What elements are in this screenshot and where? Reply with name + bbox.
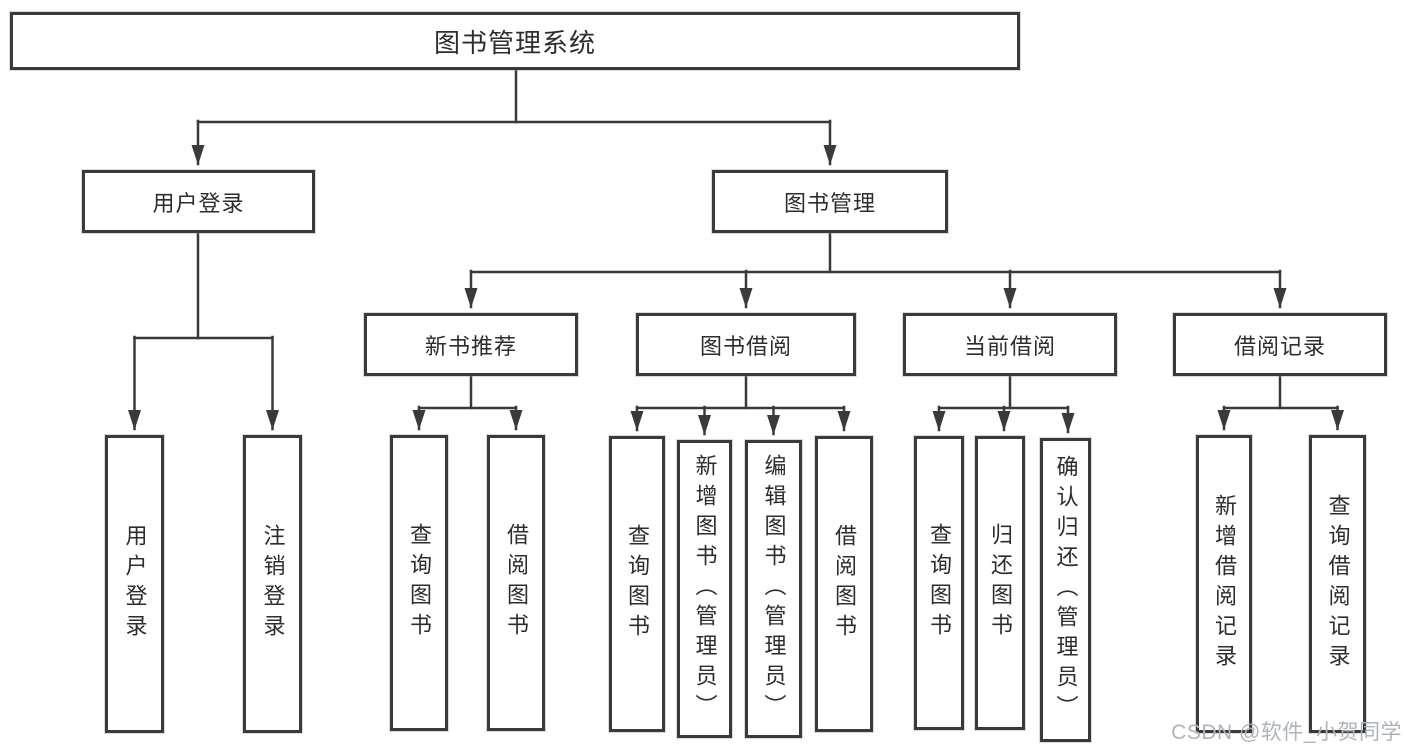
node-new-book-rec: 新书推荐: [364, 313, 578, 376]
csdn-watermark: CSDN @软件_小贺同学: [1171, 721, 1402, 744]
node-label: 归还图书: [988, 523, 1013, 643]
leaf-confirm-return-admin: 确认归还（管理员）: [1040, 438, 1091, 742]
node-current-borrow: 当前借阅: [903, 313, 1117, 376]
node-label: 借阅图书: [832, 524, 857, 644]
leaf-borrow-books-2: 借阅图书: [815, 436, 873, 732]
node-label: 注销登录: [260, 524, 286, 644]
leaf-query-books-1: 查询图书: [390, 435, 448, 731]
node-label: 新增图书（管理员）: [692, 454, 718, 724]
node-label: 确认归还（管理员）: [1053, 455, 1079, 725]
node-label: 图书管理系统: [433, 27, 596, 58]
leaf-query-books-2: 查询图书: [609, 436, 665, 732]
leaf-edit-books-admin: 编辑图书（管理员）: [745, 440, 802, 738]
node-label: 借阅图书: [504, 523, 529, 643]
leaf-return-books: 归还图书: [975, 436, 1025, 730]
node-label: 借阅记录: [1233, 333, 1326, 359]
node-label: 图书借阅: [699, 333, 792, 359]
leaf-add-books-admin: 新增图书（管理员）: [677, 440, 732, 738]
node-label: 查询图书: [625, 524, 650, 644]
node-user-login: 用户登录: [82, 170, 315, 233]
node-root-system: 图书管理系统: [10, 12, 1020, 70]
node-label: 用户登录: [122, 524, 148, 644]
node-book-mgmt: 图书管理: [712, 170, 948, 233]
node-label: 查询图书: [927, 523, 952, 643]
node-label: 编辑图书（管理员）: [761, 454, 787, 724]
leaf-add-borrow-record: 新增借阅记录: [1196, 435, 1252, 733]
leaf-logout: 注销登录: [243, 435, 302, 733]
node-label: 新增借阅记录: [1212, 494, 1237, 674]
node-book-borrow: 图书借阅: [636, 313, 856, 376]
leaf-user-login: 用户登录: [105, 435, 164, 733]
leaf-query-books-3: 查询图书: [914, 436, 964, 730]
node-borrow-records: 借阅记录: [1173, 313, 1387, 376]
node-label: 用户登录: [152, 190, 245, 216]
node-label: 当前借阅: [963, 333, 1056, 359]
node-label: 图书管理: [783, 190, 876, 216]
leaf-query-borrow-record: 查询借阅记录: [1309, 435, 1366, 733]
node-label: 查询借阅记录: [1325, 494, 1351, 674]
node-label: 新书推荐: [424, 333, 517, 359]
leaf-borrow-books-1: 借阅图书: [487, 435, 545, 731]
node-label: 查询图书: [407, 523, 432, 643]
